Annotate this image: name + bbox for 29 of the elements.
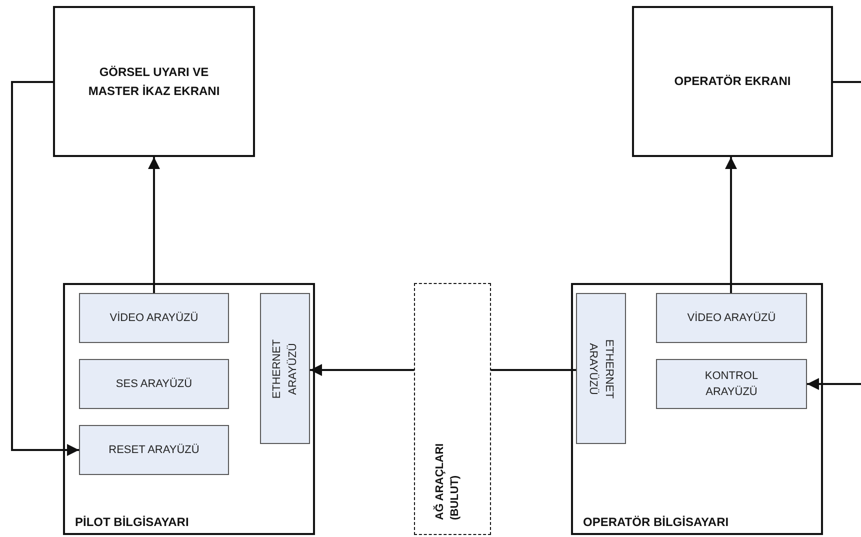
arrow (11, 81, 79, 456)
computer-box (571, 283, 823, 535)
network-box (414, 283, 491, 535)
interface-box (79, 425, 229, 475)
arrow (310, 364, 414, 376)
box-label: VİDEO ARAYÜZÜ (110, 310, 198, 326)
display-box (632, 6, 833, 157)
interface-box (576, 293, 626, 444)
group-title: PİLOT BİLGİSAYARI (75, 514, 189, 531)
arrow (725, 157, 737, 293)
box-title: OPERATÖR EKRANI (673, 73, 792, 90)
group-title: OPERATÖR BİLGİSAYARI (583, 514, 729, 531)
display-box (53, 6, 255, 157)
box-label: ETHERNET ARAYÜZÜ (586, 338, 616, 400)
computer-box (63, 283, 315, 535)
interface-box (260, 293, 310, 444)
interface-box (656, 359, 807, 409)
arrow (807, 378, 861, 390)
interface-box (79, 359, 229, 409)
box-label: AĞ ARAÇLARI (BULUT) (433, 442, 462, 520)
interface-box (79, 293, 229, 343)
arrow (148, 157, 160, 293)
box-label: VİDEO ARAYÜZÜ (687, 310, 776, 326)
box-label: KONTROL ARAYÜZÜ (704, 369, 760, 400)
box-label: SES ARAYÜZÜ (116, 376, 192, 392)
interface-box (656, 293, 807, 343)
box-label: ETHERNET ARAYÜZÜ (270, 338, 300, 400)
box-label: RESET ARAYÜZÜ (108, 442, 200, 458)
box-title: GÖRSEL UYARI VE MASTER İKAZ EKRANI (87, 64, 221, 100)
